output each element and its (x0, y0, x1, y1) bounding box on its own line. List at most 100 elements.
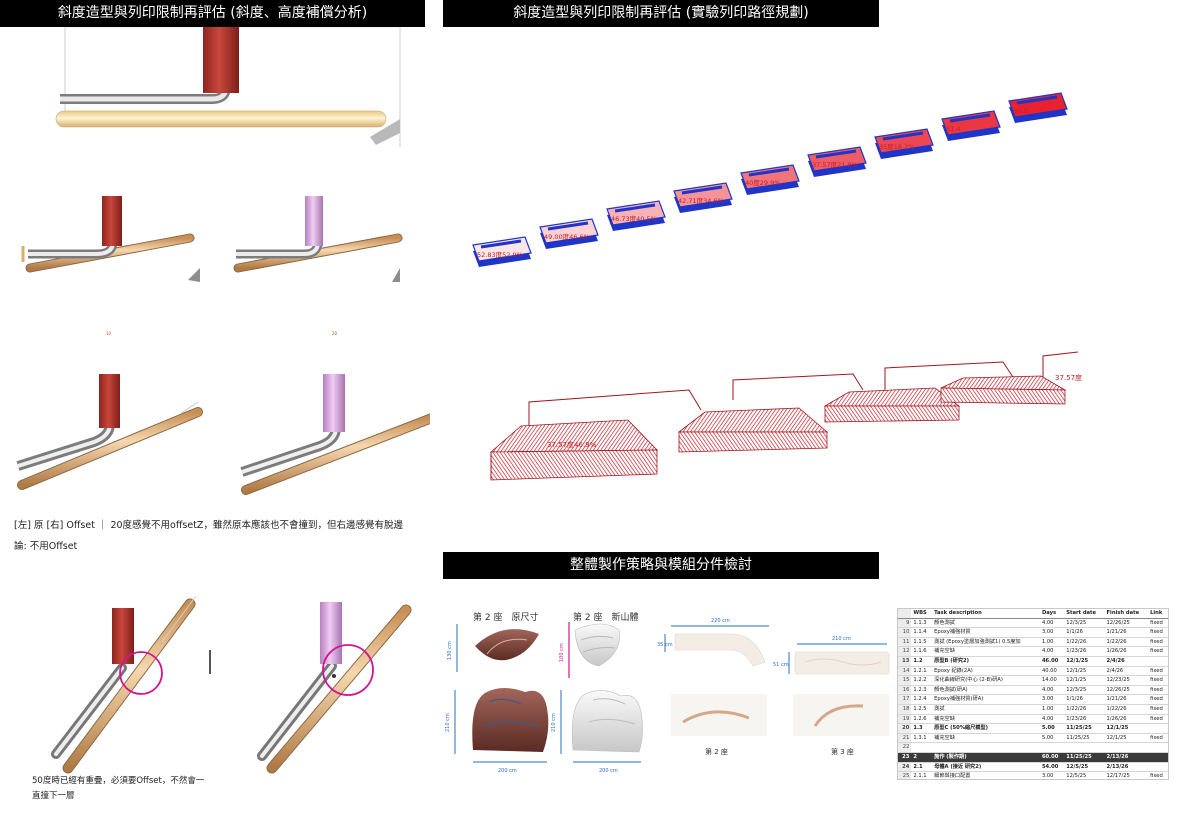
finish-date-cell[interactable]: 12/1/25 (1104, 723, 1149, 734)
start-date-cell[interactable]: 12/3/25 (1064, 685, 1105, 696)
wbs-cell[interactable]: 2 (911, 752, 933, 763)
column-header-link[interactable]: Link (1148, 609, 1168, 619)
days-cell[interactable]: 14.00 (1039, 675, 1065, 686)
start-date-cell[interactable]: 12/5/25 (1064, 771, 1105, 779)
wbs-cell[interactable]: 1.3 (911, 723, 933, 734)
task-cell[interactable]: 補充空缺 (932, 733, 1040, 744)
finish-date-cell[interactable]: 1/22/26 (1104, 704, 1149, 715)
start-date-cell[interactable]: 1/1/26 (1064, 694, 1105, 705)
link-cell[interactable]: fixed (1148, 637, 1168, 648)
days-cell[interactable]: 1.00 (1039, 637, 1065, 648)
finish-date-cell[interactable]: 12/1/25 (1104, 733, 1149, 744)
link-cell[interactable] (1148, 762, 1168, 773)
task-cell[interactable]: 母體A (接近 研究2) (932, 762, 1040, 773)
days-cell[interactable]: 5.00 (1039, 723, 1065, 734)
task-cell[interactable]: 深化曲線研究(中心 (2-B)研A) (932, 675, 1040, 686)
finish-date-cell[interactable] (1104, 742, 1149, 753)
task-cell[interactable] (932, 742, 1040, 753)
column-header-finish[interactable]: Finish date (1104, 609, 1149, 619)
wbs-cell[interactable] (911, 742, 933, 753)
finish-date-cell[interactable]: 2/13/26 (1104, 762, 1149, 773)
task-cell[interactable]: 顏色測試(研A) (932, 685, 1040, 696)
column-header-wbs[interactable]: WBS (911, 609, 933, 619)
task-cell[interactable]: Epoxy 紀錄(2A) (932, 666, 1040, 677)
finish-date-cell[interactable]: 1/26/26 (1104, 646, 1149, 657)
link-cell[interactable]: fixed (1148, 733, 1168, 744)
task-cell[interactable]: 原型B (研究2) (932, 656, 1040, 667)
wbs-cell[interactable]: 1.2.4 (911, 694, 933, 705)
days-cell[interactable]: 3.00 (1039, 627, 1065, 638)
finish-date-cell[interactable]: 1/21/26 (1104, 627, 1149, 638)
days-cell[interactable]: 5.00 (1039, 733, 1065, 744)
task-cell[interactable]: 測試 (932, 704, 1040, 715)
start-date-cell[interactable]: 1/23/26 (1064, 714, 1105, 725)
start-date-cell[interactable]: 12/1/25 (1064, 675, 1105, 686)
link-cell[interactable]: fixed (1148, 704, 1168, 715)
wbs-cell[interactable]: 1.1.6 (911, 646, 933, 657)
task-cell[interactable]: 顏色測試 (932, 618, 1040, 629)
start-date-cell[interactable] (1064, 742, 1105, 753)
days-cell[interactable] (1039, 742, 1065, 753)
wbs-cell[interactable]: 1.1.5 (911, 637, 933, 648)
days-cell[interactable]: 46.00 (1039, 656, 1065, 667)
start-date-cell[interactable]: 11/25/25 (1064, 733, 1105, 744)
column-header-task[interactable]: Task description (932, 609, 1040, 619)
link-cell[interactable]: fixed (1148, 666, 1168, 677)
task-cell[interactable]: Epoxy補強材質(研A) (932, 694, 1040, 705)
start-date-cell[interactable]: 11/25/25 (1064, 752, 1105, 763)
link-cell[interactable]: fixed (1148, 694, 1168, 705)
task-cell[interactable]: 原型C (50%縮尺模型) (932, 723, 1040, 734)
finish-date-cell[interactable]: 12/26/25 (1104, 618, 1149, 629)
gantt-sheet[interactable]: WBS Task description Days Start date Fin… (897, 608, 1169, 780)
wbs-cell[interactable]: 1.3.1 (911, 733, 933, 744)
task-cell[interactable]: 細節與接口配置 (932, 771, 1040, 779)
finish-date-cell[interactable]: 12/17/25 (1104, 771, 1149, 779)
link-cell[interactable]: fixed (1148, 675, 1168, 686)
finish-date-cell[interactable]: 2/13/26 (1104, 752, 1149, 763)
start-date-cell[interactable]: 12/1/25 (1064, 666, 1105, 677)
days-cell[interactable]: 3.00 (1039, 771, 1065, 779)
wbs-cell[interactable]: 2.1.1 (911, 771, 933, 779)
column-header-start[interactable]: Start date (1064, 609, 1105, 619)
start-date-cell[interactable]: 12/1/25 (1064, 656, 1105, 667)
table-row[interactable]: 22 (898, 742, 1168, 753)
finish-date-cell[interactable]: 2/4/26 (1104, 656, 1149, 667)
days-cell[interactable]: 1.00 (1039, 704, 1065, 715)
start-date-cell[interactable]: 1/1/26 (1064, 627, 1105, 638)
wbs-cell[interactable]: 2.1 (911, 762, 933, 773)
task-cell[interactable]: 補充空缺 (932, 646, 1040, 657)
finish-date-cell[interactable]: 12/26/25 (1104, 685, 1149, 696)
task-cell[interactable]: Epoxy補強材質 (932, 627, 1040, 638)
link-cell[interactable] (1148, 752, 1168, 763)
task-cell[interactable]: 施作 (製作期) (932, 752, 1040, 763)
start-date-cell[interactable]: 1/23/26 (1064, 646, 1105, 657)
task-cell[interactable]: 測試 (Epoxy塗層加強測試1) 0.5度加 (932, 637, 1040, 648)
link-cell[interactable]: fixed (1148, 685, 1168, 696)
link-cell[interactable]: fixed (1148, 646, 1168, 657)
start-date-cell[interactable]: 12/5/25 (1064, 762, 1105, 773)
days-cell[interactable]: 4.00 (1039, 685, 1065, 696)
days-cell[interactable]: 4.00 (1039, 714, 1065, 725)
wbs-cell[interactable]: 1.2.6 (911, 714, 933, 725)
finish-date-cell[interactable]: 12/23/25 (1104, 675, 1149, 686)
link-cell[interactable]: fixed (1148, 627, 1168, 638)
days-cell[interactable]: 40.00 (1039, 666, 1065, 677)
finish-date-cell[interactable]: 2/4/26 (1104, 666, 1149, 677)
wbs-cell[interactable]: 1.1.3 (911, 618, 933, 629)
wbs-cell[interactable]: 1.2.1 (911, 666, 933, 677)
column-header-days[interactable]: Days (1039, 609, 1065, 619)
finish-date-cell[interactable]: 1/22/26 (1104, 637, 1149, 648)
link-cell[interactable] (1148, 723, 1168, 734)
